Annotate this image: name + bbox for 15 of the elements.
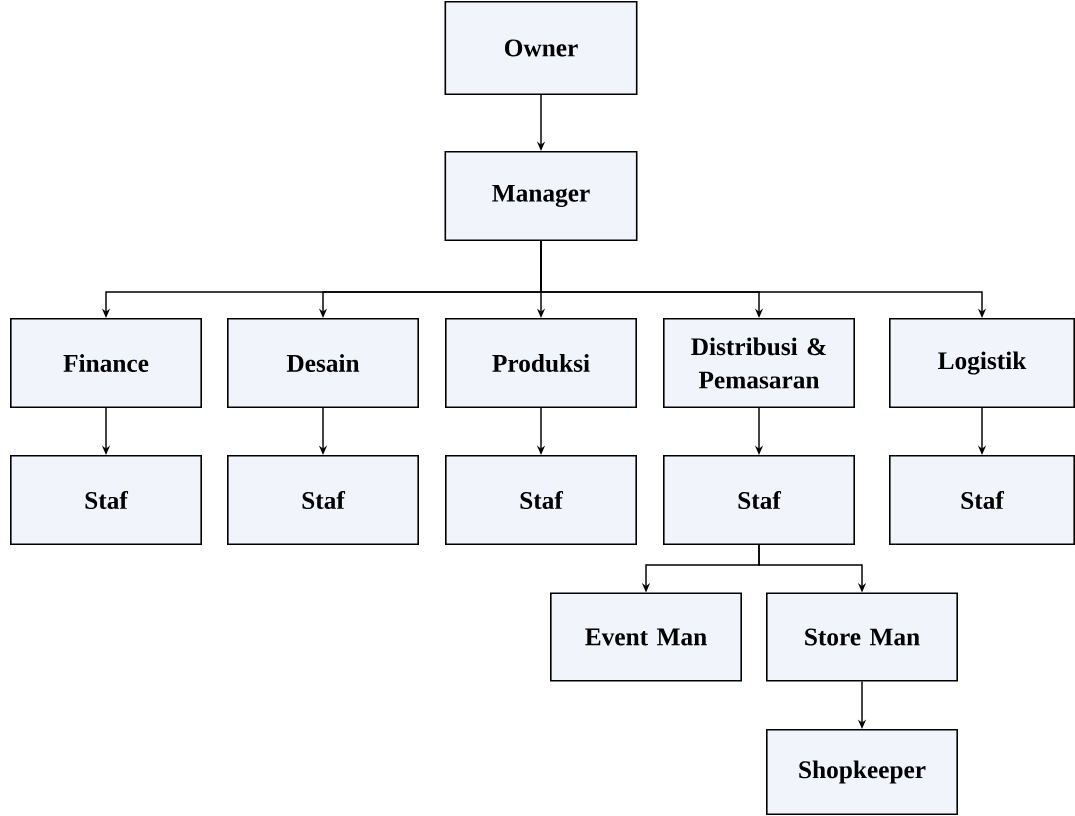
role-box: Staf [663, 455, 855, 545]
role-box: Store Man [766, 592, 958, 682]
role-box: Logistik [889, 318, 1075, 408]
role-box: Event Man [550, 592, 742, 682]
role-box: Staf [889, 455, 1075, 545]
role-box: Shopkeeper [766, 729, 958, 815]
role-box: Staf [227, 455, 419, 545]
role-box: Produksi [445, 318, 637, 408]
role-box: Finance [10, 318, 202, 408]
role-box: Staf [445, 455, 637, 545]
role-box: Manager [444, 151, 638, 241]
role-box: Distribusi & Pemasaran [663, 318, 855, 408]
role-box: Desain [227, 318, 419, 408]
role-box: Staf [10, 455, 202, 545]
role-box: Owner [444, 1, 638, 95]
